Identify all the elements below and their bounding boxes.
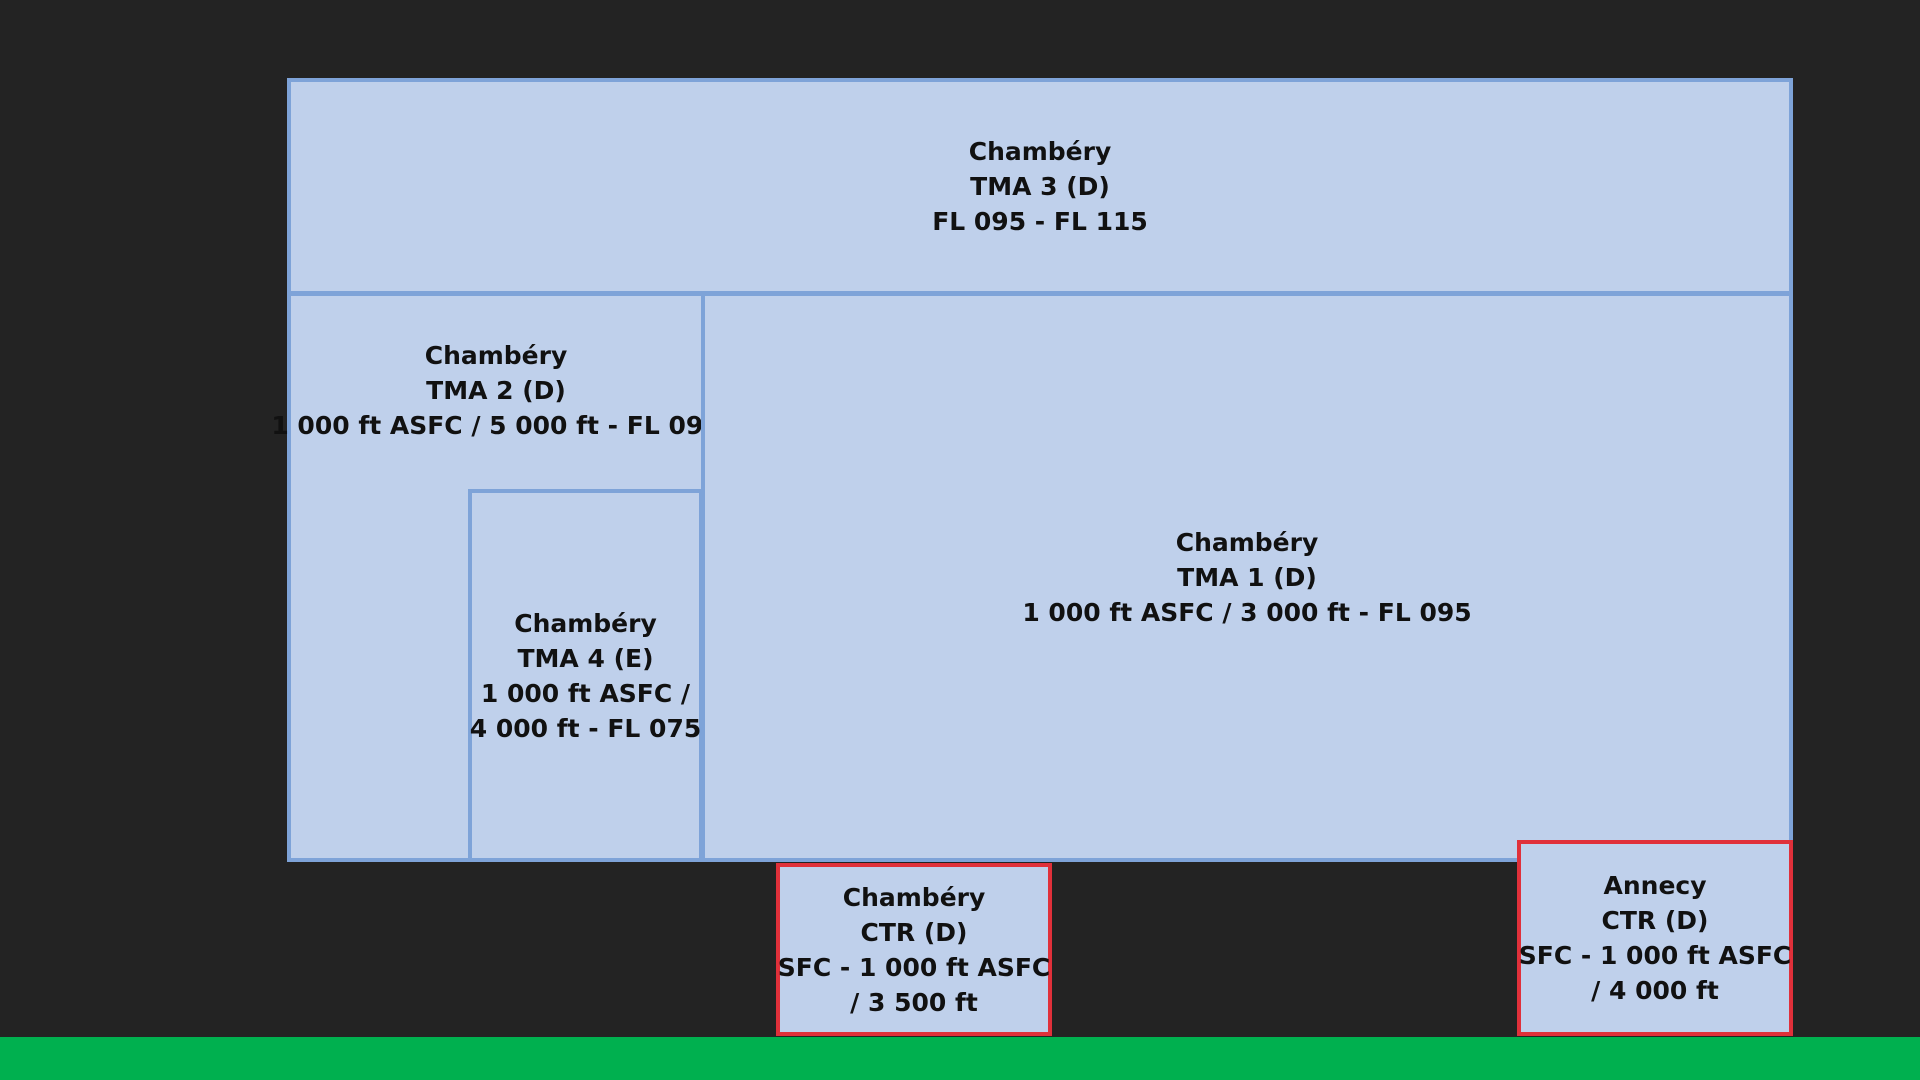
- zone-limits: 1 000 ft ASFC / 3 000 ft - FL 095: [1022, 597, 1472, 627]
- zone-name: Annecy: [1603, 871, 1707, 900]
- zone-name: Chambéry: [424, 341, 568, 370]
- zone-limits: FL 095 - FL 115: [932, 207, 1148, 236]
- zone-tma4[interactable]: Chambéry TMA 4 (E) 1 000 ft ASFC / 4 000…: [468, 489, 703, 862]
- zone-limits-line2: 4 000 ft - FL 075: [469, 713, 702, 743]
- zone-class: CTR (D): [860, 917, 968, 947]
- zone-limits: 1 000 ft ASFC / 5 000 ft - FL 095: [271, 411, 721, 440]
- zone-tma4-label: Chambéry TMA 4 (E) 1 000 ft ASFC / 4 000…: [470, 606, 702, 746]
- zone-name: Chambéry: [1175, 527, 1319, 557]
- zone-tma2-label: Chambéry TMA 2 (D) 1 000 ft ASFC / 5 000…: [271, 338, 720, 443]
- zone-tma1[interactable]: Chambéry TMA 1 (D) 1 000 ft ASFC / 3 000…: [701, 292, 1793, 862]
- zone-class: TMA 4 (E): [517, 643, 654, 673]
- zone-tma1-label: Chambéry TMA 1 (D) 1 000 ft ASFC / 3 000…: [1022, 525, 1471, 630]
- zone-limits-line2: / 3 500 ft: [850, 987, 978, 1017]
- zone-ctr-chambery[interactable]: Chambéry CTR (D) SFC - 1 000 ft ASFC / 3…: [776, 863, 1052, 1036]
- zone-name: Chambéry: [514, 608, 657, 638]
- zone-limits-line1: SFC - 1 000 ft ASFC: [777, 952, 1051, 982]
- zone-limits-line2: / 4 000 ft: [1591, 976, 1719, 1005]
- zone-name: Chambéry: [968, 137, 1112, 166]
- zone-tma3-label: Chambéry TMA 3 (D) FL 095 - FL 115: [932, 134, 1148, 239]
- zone-class: TMA 1 (D): [1177, 562, 1317, 592]
- zone-ctr-annecy-label: Annecy CTR (D) SFC - 1 000 ft ASFC / 4 0…: [1519, 868, 1792, 1008]
- zone-limits-line1: 1 000 ft ASFC /: [480, 678, 691, 708]
- ground-strip: [0, 1037, 1920, 1080]
- zone-tma3[interactable]: Chambéry TMA 3 (D) FL 095 - FL 115: [287, 78, 1793, 295]
- zone-class: TMA 2 (D): [426, 376, 566, 405]
- zone-name: Chambéry: [842, 882, 986, 912]
- zone-class: CTR (D): [1601, 906, 1709, 935]
- zone-limits-line1: SFC - 1 000 ft ASFC: [1518, 941, 1792, 970]
- zone-class: TMA 3 (D): [970, 172, 1110, 201]
- zone-ctr-annecy[interactable]: Annecy CTR (D) SFC - 1 000 ft ASFC / 4 0…: [1517, 840, 1793, 1036]
- zone-ctr-chambery-label: Chambéry CTR (D) SFC - 1 000 ft ASFC / 3…: [778, 880, 1051, 1020]
